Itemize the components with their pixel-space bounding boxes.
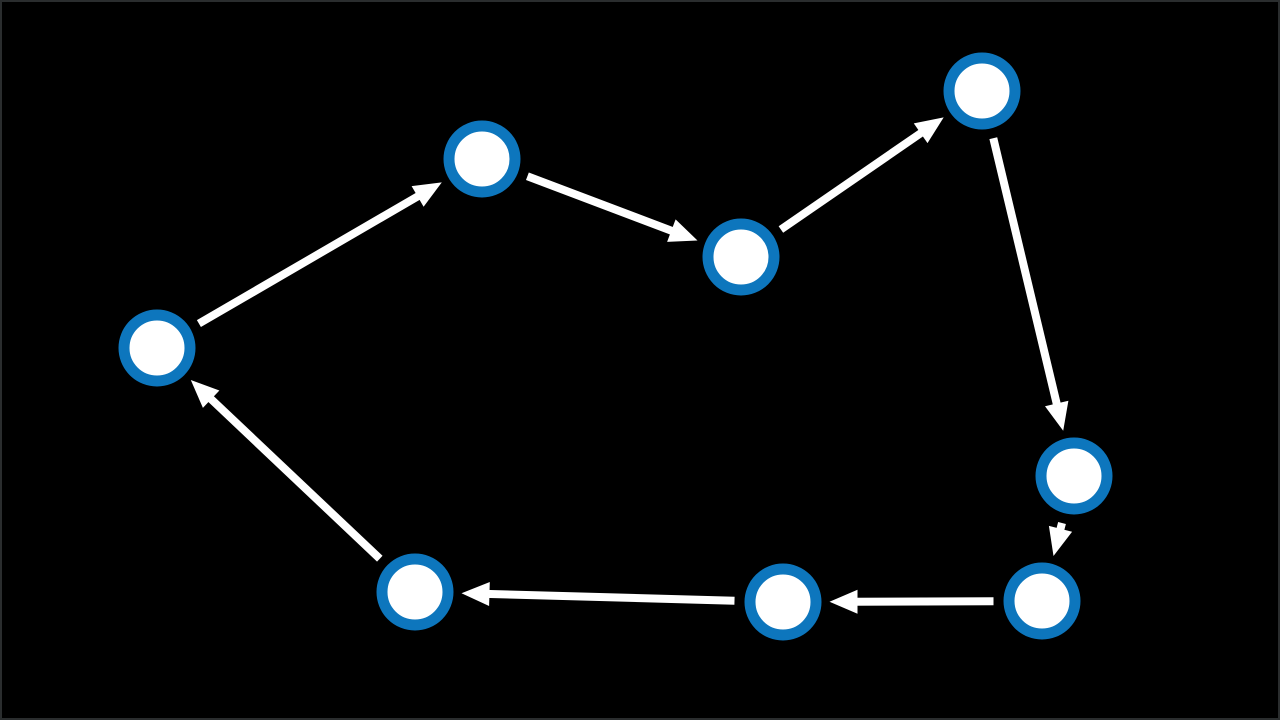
arrow-n3-n4	[778, 117, 944, 233]
arrow-n7-n8	[461, 582, 735, 606]
graph-node-n5	[1035, 437, 1113, 515]
arrowhead-icon	[1045, 400, 1069, 431]
arrow-n6-n7	[829, 589, 994, 614]
arrowhead-icon	[411, 182, 442, 207]
graph-node-n2	[443, 120, 521, 198]
arrowhead-icon	[190, 380, 220, 408]
graph-node-n8	[376, 553, 454, 631]
graph-node-n4	[943, 52, 1021, 130]
arrowhead-icon	[829, 589, 858, 614]
graph-node-n3	[702, 218, 780, 296]
arrow-shaft	[989, 137, 1062, 409]
arrowhead-icon	[913, 117, 944, 144]
arrow-shaft	[525, 172, 677, 236]
arrow-n2-n3	[525, 172, 698, 242]
arrow-shaft	[778, 127, 927, 233]
arrow-shaft	[205, 393, 383, 562]
arrowhead-icon	[461, 582, 490, 606]
arrow-n4-n5	[989, 137, 1069, 431]
arrow-n8-n1	[190, 380, 383, 562]
arrowhead-icon	[667, 219, 698, 242]
graph-node-n7	[744, 563, 822, 641]
arrow-shaft	[485, 589, 735, 605]
arrow-n1-n2	[196, 182, 442, 328]
graph-node-n1	[118, 309, 196, 387]
arrow-shaft	[853, 597, 994, 606]
arrow-shaft	[196, 190, 424, 328]
graph-node-n6	[1003, 562, 1081, 640]
arrowhead-icon	[1048, 525, 1073, 556]
arrow-n5-n6	[1048, 522, 1073, 556]
